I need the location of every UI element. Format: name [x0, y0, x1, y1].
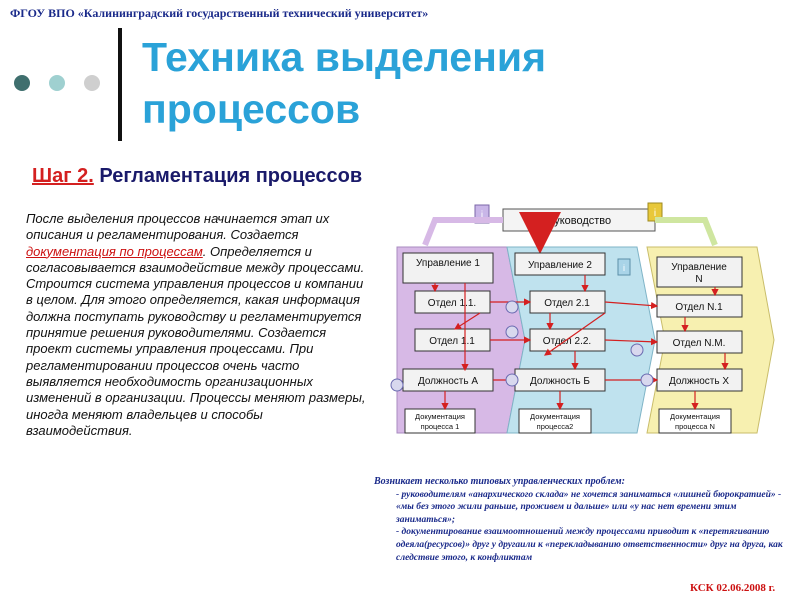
- column-n-position: Должность Х: [669, 376, 729, 387]
- problems-heading: Возникает несколько типовых управленческ…: [374, 476, 625, 487]
- column-2-doc-line: Документация: [530, 412, 580, 421]
- title-divider: [118, 28, 122, 141]
- column-n-doc-line: процесса N: [675, 422, 715, 431]
- info-icon: [617, 258, 631, 276]
- column-2-manager: Управление 2: [528, 260, 592, 271]
- connector-icon: [640, 373, 654, 387]
- info-icon-label: i: [481, 210, 483, 221]
- column-n-manager-line: Управление: [671, 262, 727, 273]
- connector-icon: [390, 378, 404, 392]
- problem-item: - руководителям «анархического склада» н…: [396, 489, 782, 525]
- decorative-dot: [14, 75, 30, 91]
- connector-icon: [505, 373, 519, 387]
- column-1-dept1: Отдел 1.1.: [428, 298, 476, 309]
- step-title: Регламентация процессов: [99, 165, 363, 187]
- footer-date: КСК 02.06.2008 г.: [690, 582, 776, 594]
- connector-icon: [630, 343, 644, 357]
- column-2-dept2: Отдел 2.2.: [543, 336, 591, 347]
- column-2-position: Должность Б: [530, 376, 590, 387]
- step-heading: Шаг 2. Регламентация процессов: [32, 165, 362, 188]
- connector-icon: [505, 325, 519, 339]
- body-text: После выделения процессов начинается эта…: [26, 211, 371, 439]
- column-n-dept2: Отдел N.M.: [673, 338, 726, 349]
- process-documentation-link[interactable]: документация по процессам: [26, 243, 203, 259]
- column-n-dept1: Отдел N.1: [675, 302, 723, 313]
- page-title-line1: Техника выделения: [142, 34, 546, 80]
- column-n-manager-line: N: [695, 274, 702, 285]
- body-text-part2: . Определяется и согласовывается взаимод…: [26, 243, 366, 438]
- info-icon-label: i: [654, 208, 656, 219]
- info-icon-label: i: [623, 263, 625, 273]
- body-text-part1: После выделения процессов начинается эта…: [26, 211, 330, 243]
- column-2-dept1: Отдел 2.1: [544, 298, 590, 309]
- organization-name: ФГОУ ВПО «Калининградский государственны…: [10, 6, 429, 20]
- problems-block: Возникает несколько типовых управленческ…: [374, 476, 794, 564]
- column-1-doc-line: процесса 1: [421, 422, 460, 431]
- leadership-label: Руководство: [547, 215, 611, 227]
- column-1-doc-line: Документация: [415, 412, 465, 421]
- problem-item: - документирование взаимоотношений между…: [396, 527, 783, 563]
- column-1-position: Должность А: [418, 376, 478, 387]
- page-title-line2: процессов: [142, 86, 361, 132]
- step-number: Шаг 2.: [32, 165, 94, 187]
- column-n-doc-line: Документация: [670, 412, 720, 421]
- connector-icon: [505, 300, 519, 314]
- decorative-dot: [49, 75, 65, 91]
- decorative-dot: [84, 75, 100, 91]
- column-1-manager: Управление 1: [416, 258, 480, 269]
- column-2-doc-line: процесса2: [537, 422, 574, 431]
- column-1-dept2: Отдел 1.1: [429, 336, 475, 347]
- process-diagram: Руководство i i i Управление 1 Отдел 1.1…: [385, 195, 775, 460]
